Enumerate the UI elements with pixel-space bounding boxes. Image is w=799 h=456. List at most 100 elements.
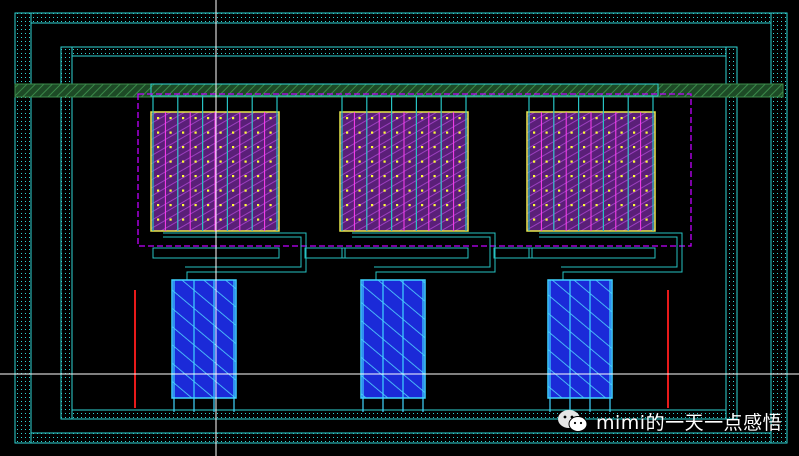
contact: [358, 218, 361, 221]
contact: [383, 218, 386, 221]
contact: [620, 160, 623, 163]
contact: [570, 160, 573, 163]
contact: [244, 117, 247, 120]
contact: [408, 117, 411, 120]
metal1-route: [539, 236, 678, 268]
pmos-1[interactable]: [150, 96, 280, 232]
contact: [383, 117, 386, 120]
watermark-text: mimi的一天一点感悟: [596, 411, 783, 434]
contact: [371, 189, 374, 192]
contact: [620, 189, 623, 192]
contact: [595, 160, 598, 163]
contact: [396, 189, 399, 192]
pmos-2[interactable]: [339, 96, 469, 232]
wechat-icon: [558, 410, 588, 432]
metal1-strap: [341, 247, 469, 259]
contact: [207, 204, 210, 207]
nmos-active: [547, 279, 613, 399]
contact: [383, 204, 386, 207]
contact: [583, 131, 586, 134]
contact: [408, 189, 411, 192]
green-layer-band: [14, 83, 784, 98]
contact: [232, 175, 235, 178]
contact: [595, 175, 598, 178]
nmos-3[interactable]: [547, 279, 613, 412]
contact: [157, 218, 160, 221]
contact: [545, 131, 548, 134]
contact: [244, 160, 247, 163]
contact: [633, 175, 636, 178]
contact: [207, 117, 210, 120]
contact: [545, 204, 548, 207]
contact: [433, 189, 436, 192]
nmos-1[interactable]: [171, 279, 237, 412]
contact: [383, 160, 386, 163]
contact: [570, 175, 573, 178]
metal1-link: [304, 247, 346, 259]
contact: [583, 146, 586, 149]
contact: [421, 189, 424, 192]
contact: [358, 204, 361, 207]
contact: [446, 218, 449, 221]
contact: [219, 189, 222, 192]
guard-ring-outer: [14, 12, 788, 444]
contact: [244, 218, 247, 221]
contact: [458, 160, 461, 163]
contact: [383, 131, 386, 134]
contact: [645, 117, 648, 120]
contact: [269, 175, 272, 178]
contact: [232, 131, 235, 134]
contact: [194, 131, 197, 134]
pmos-3[interactable]: [526, 96, 656, 232]
contact: [421, 204, 424, 207]
contact: [219, 117, 222, 120]
contact: [421, 131, 424, 134]
contact: [358, 117, 361, 120]
contact: [433, 175, 436, 178]
contact: [346, 117, 349, 120]
contact: [207, 146, 210, 149]
contact: [421, 175, 424, 178]
contact: [182, 131, 185, 134]
contact: [269, 146, 272, 149]
contact: [608, 146, 611, 149]
contact: [458, 218, 461, 221]
pmos-devices[interactable]: [150, 96, 656, 232]
contact: [157, 160, 160, 163]
contact: [371, 160, 374, 163]
contact: [533, 218, 536, 221]
contact: [219, 218, 222, 221]
contact: [396, 117, 399, 120]
contact: [421, 117, 424, 120]
contact: [346, 160, 349, 163]
contact: [346, 218, 349, 221]
contact: [446, 146, 449, 149]
contact: [421, 146, 424, 149]
contact: [633, 204, 636, 207]
contact: [645, 160, 648, 163]
contact: [446, 117, 449, 120]
contact: [371, 146, 374, 149]
nmos-active: [360, 279, 426, 399]
contact: [219, 131, 222, 134]
contact: [645, 218, 648, 221]
nmos-devices[interactable]: [171, 279, 613, 412]
contact: [458, 146, 461, 149]
contact: [533, 175, 536, 178]
contact: [169, 160, 172, 163]
nmos-2[interactable]: [360, 279, 426, 412]
contact: [371, 117, 374, 120]
contact: [570, 204, 573, 207]
contact: [458, 117, 461, 120]
contact: [371, 131, 374, 134]
contact: [269, 131, 272, 134]
contact: [182, 189, 185, 192]
contact: [182, 117, 185, 120]
contact: [570, 117, 573, 120]
contact: [383, 175, 386, 178]
contact: [595, 117, 598, 120]
contact: [194, 204, 197, 207]
contact: [358, 131, 361, 134]
contact: [396, 160, 399, 163]
